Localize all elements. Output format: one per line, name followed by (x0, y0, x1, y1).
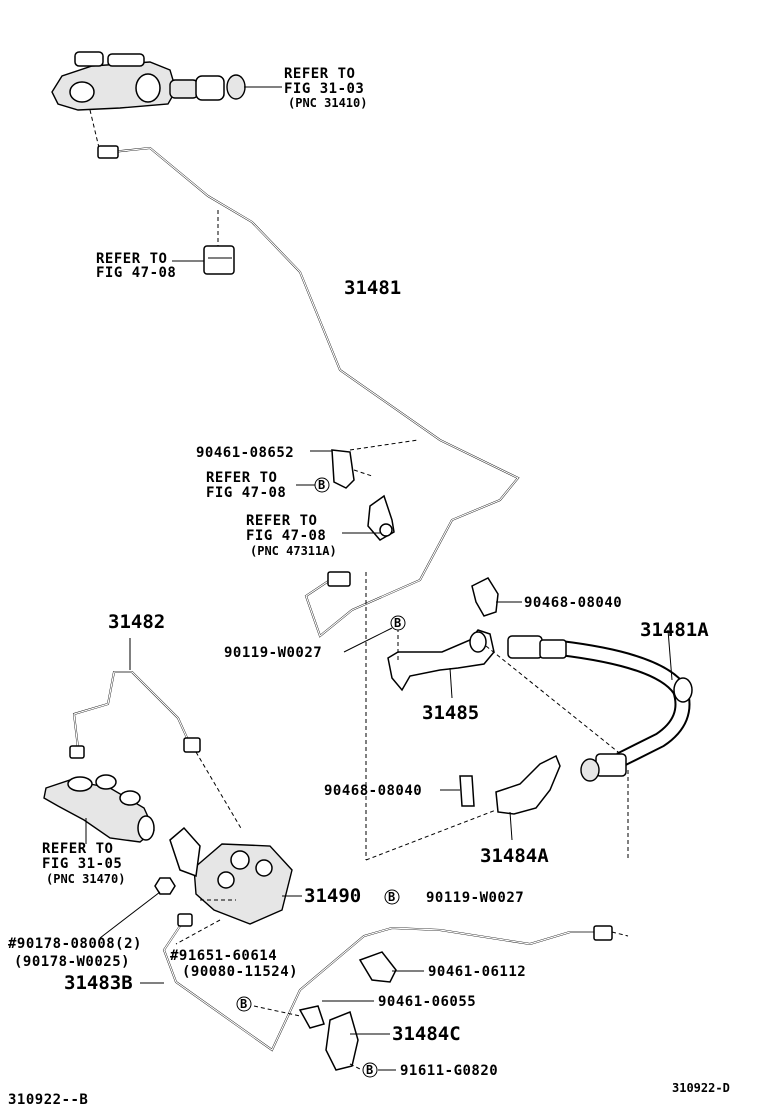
svg-text:B: B (366, 1063, 373, 1077)
bracket-31484A (365, 754, 561, 861)
svg-text:B: B (318, 478, 325, 492)
svg-text:B: B (394, 616, 401, 630)
clamp-90461-08652 (310, 439, 419, 489)
label-90461-06055: 90461-06055 (378, 994, 476, 1010)
flex-hose-31481A (507, 629, 693, 860)
label-refer-47-08c-l3: (PNC 47311A) (250, 544, 337, 558)
pipe-31482 (69, 638, 243, 831)
labels: REFER TO FIG 31-03 (PNC 31410) REFER TO … (8, 66, 730, 1108)
label-90119-W0027-top: 90119-W0027 (224, 645, 322, 661)
slave-cylinder (43, 774, 155, 844)
pipe-31481 (97, 145, 520, 638)
clip-90468-08040-top (471, 577, 522, 617)
footer-right-code: 310922-D (672, 1081, 730, 1095)
bracket-31485 (387, 628, 629, 761)
clamp-refer-47-08 (172, 210, 235, 275)
label-refer-31-05-l1: REFER TO (42, 841, 113, 857)
label-31484C: 31484C (392, 1023, 461, 1045)
label-31485: 31485 (422, 702, 479, 724)
marker-b-5: B (349, 1062, 396, 1078)
label-31490: 31490 (304, 885, 361, 907)
label-90468-08040-mid: 90468-08040 (324, 783, 422, 799)
label-90468-08040-top: 90468-08040 (524, 595, 622, 611)
label-refer-31-05-l2: FIG 31-05 (42, 856, 122, 872)
valve-body-31490 (169, 826, 302, 945)
clip-90461-06112 (358, 951, 424, 983)
label-90461-06112: 90461-06112 (428, 964, 526, 980)
marker-b-3: B (384, 889, 400, 905)
label-refer-47-08a-l2: FIG 47-08 (96, 265, 176, 281)
label-refer-31-03-l3: (PNC 31410) (288, 96, 367, 110)
label-90461-08652: 90461-08652 (196, 445, 294, 461)
label-refer-31-03-l2: FIG 31-03 (284, 81, 364, 97)
label-90178-08008: #90178-08008(2) (8, 936, 142, 952)
label-31484A: 31484A (480, 845, 549, 867)
marker-b-1: B (296, 477, 330, 493)
label-31482: 31482 (108, 611, 165, 633)
bracket-31484C (325, 1010, 390, 1071)
label-31483B: 31483B (64, 972, 133, 994)
svg-text:B: B (240, 997, 247, 1011)
clip-90461-06055 (253, 1000, 374, 1029)
label-90080-11524: (90080-11524) (182, 964, 298, 980)
label-refer-47-08c-l1: REFER TO (246, 513, 317, 529)
label-refer-47-08b-l1: REFER TO (206, 470, 277, 486)
label-refer-31-03-l1: REFER TO (284, 66, 355, 82)
label-refer-47-08a-l1: REFER TO (96, 251, 167, 267)
label-90119-W0027-low: 90119-W0027 (426, 890, 524, 906)
footer-left-code: 310922--B (8, 1092, 88, 1108)
marker-b-4: B (236, 996, 252, 1012)
pipe-31483B (140, 913, 629, 1052)
label-91611-G0820: 91611-G0820 (400, 1063, 498, 1079)
bolt-90178-08008 (99, 877, 176, 939)
label-91651-60614: #91651-60614 (170, 948, 277, 964)
label-refer-31-05-l3: (PNC 31470) (46, 872, 125, 886)
label-refer-47-08b-l2: FIG 47-08 (206, 485, 286, 501)
bracket-47311A (342, 494, 395, 541)
marker-b-2: B (343, 615, 406, 653)
label-31481A: 31481A (640, 619, 709, 641)
master-cylinder-assembly (51, 51, 282, 111)
label-31481: 31481 (344, 277, 401, 299)
label-90178-W0025: (90178-W0025) (14, 954, 130, 970)
label-refer-47-08c-l2: FIG 47-08 (246, 528, 326, 544)
svg-text:B: B (388, 890, 395, 904)
